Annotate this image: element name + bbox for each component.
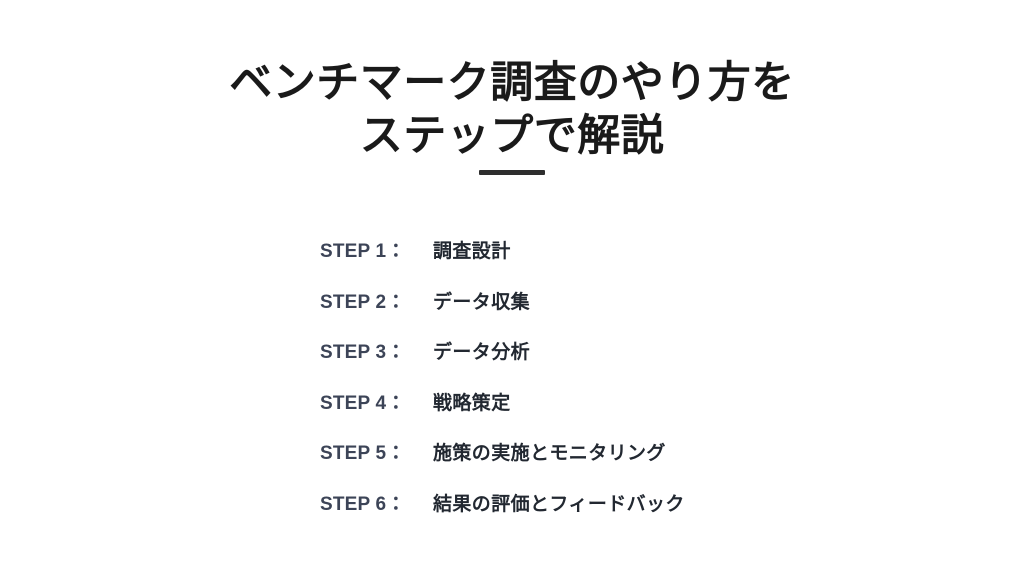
step-value: データ収集 (433, 291, 531, 313)
page-title-line-1: ベンチマーク調査のやり方を (229, 59, 795, 107)
step-label: STEP 5： (320, 443, 406, 464)
step-value: 調査設計 (433, 241, 511, 262)
step-label: STEP 3： (320, 342, 406, 363)
list-item: STEP 4： 戦略策定 (320, 388, 940, 439)
step-label: STEP 6： (320, 493, 406, 515)
step-value: データ分析 (433, 342, 531, 363)
title-divider (0, 170, 1024, 175)
step-value: 戦略策定 (433, 392, 511, 414)
step-value: 結果の評価とフィードバック (433, 493, 685, 515)
list-item: STEP 5： 施策の実施とモニタリング (320, 438, 940, 489)
list-item: STEP 6： 結果の評価とフィードバック (320, 489, 940, 540)
step-label: STEP 1： (320, 241, 406, 262)
steps-list: STEP 1： 調査設計 STEP 2： データ収集 STEP 3： データ分析… (320, 236, 940, 539)
list-item: STEP 1： 調査設計 (320, 236, 940, 287)
divider-bar-icon (479, 170, 545, 175)
list-item: STEP 3： データ分析 (320, 337, 940, 388)
step-label: STEP 2： (320, 291, 406, 313)
page-title: ベンチマーク調査のやり方を ステップで解説 (0, 57, 1024, 163)
list-item: STEP 2： データ収集 (320, 287, 940, 338)
page-title-line-2: ステップで解説 (359, 112, 665, 160)
step-label: STEP 4： (320, 392, 406, 414)
step-value: 施策の実施とモニタリング (433, 443, 666, 464)
